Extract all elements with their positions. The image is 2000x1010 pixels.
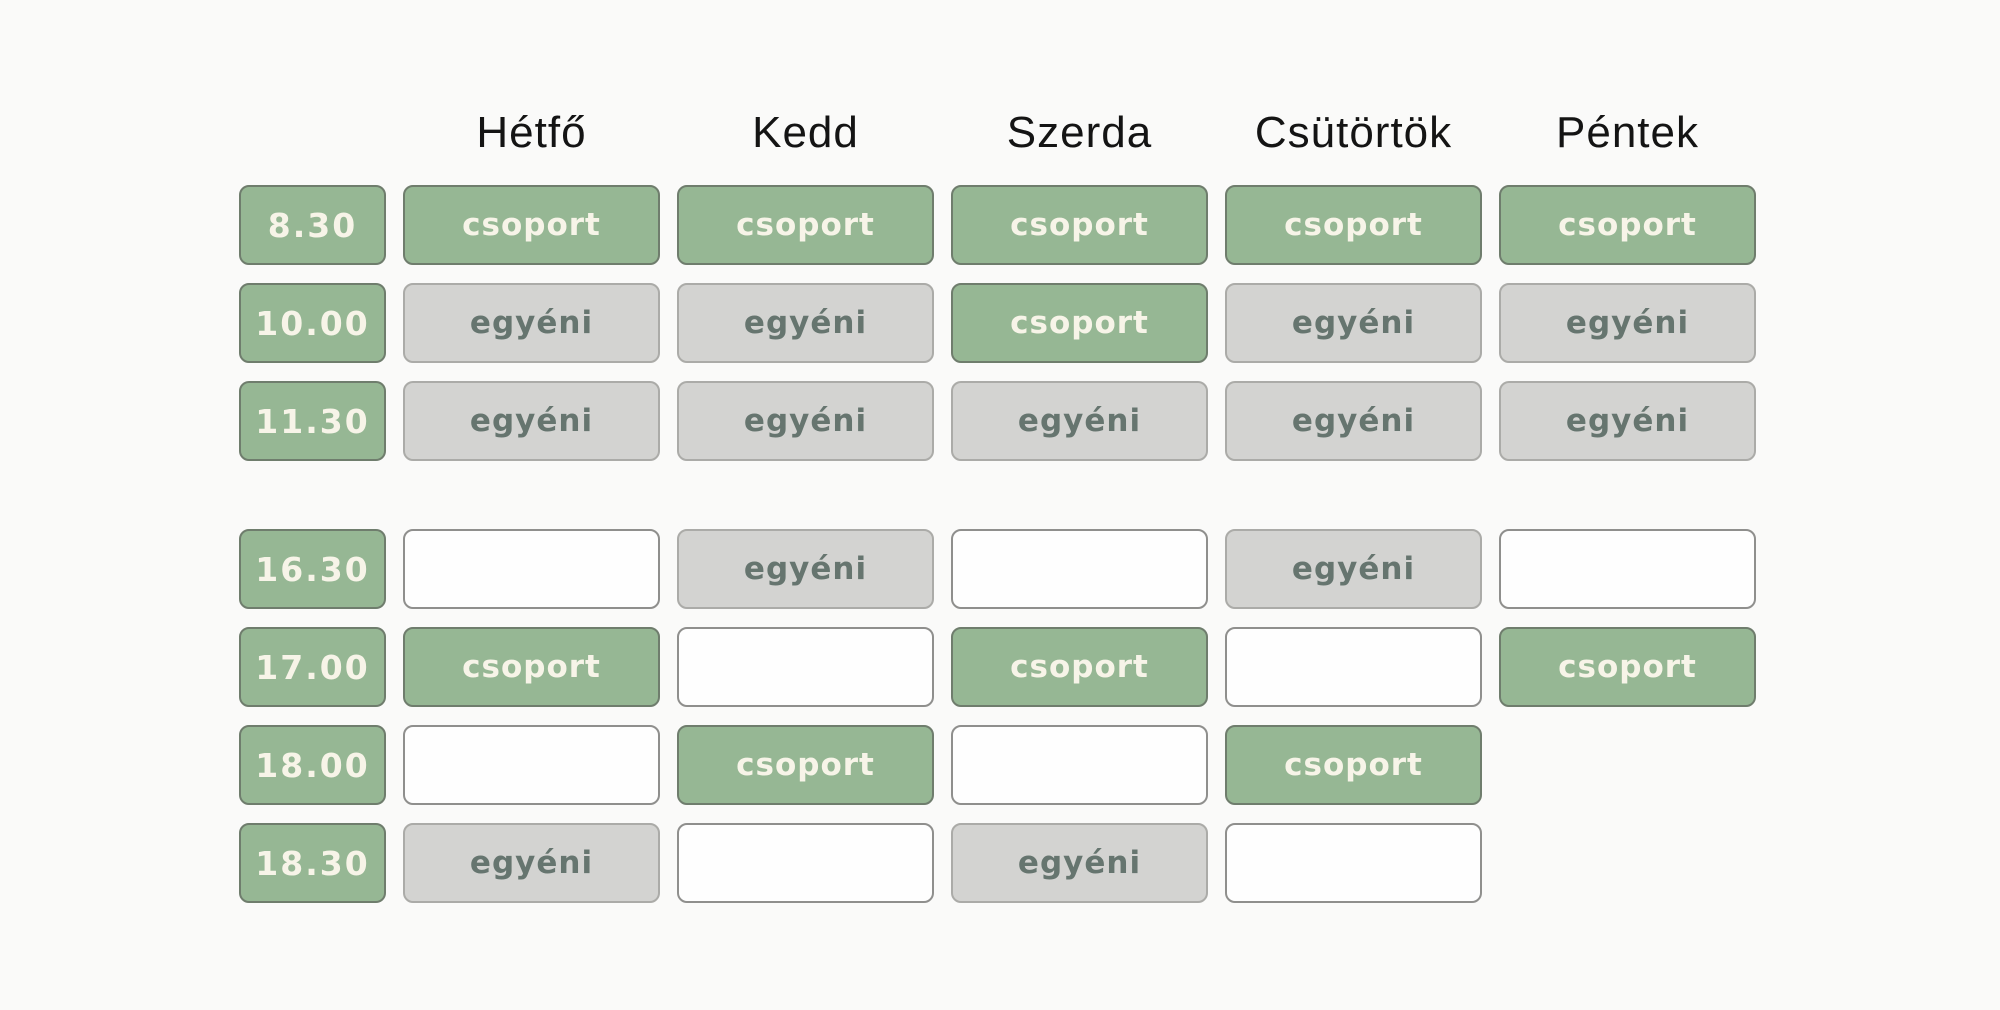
slot-18-30-day3: egyéni xyxy=(951,823,1208,903)
time-label-17-00: 17.00 xyxy=(239,627,386,707)
day-header-3: Szerda xyxy=(1006,107,1153,157)
afternoon-break-gap xyxy=(239,479,1756,511)
slot-18-00-day3 xyxy=(951,725,1208,805)
slot-16-30-day4: egyéni xyxy=(1225,529,1482,609)
slot-17-00-day3: csoport xyxy=(951,627,1208,707)
slot-10-00-day5: egyéni xyxy=(1499,283,1756,363)
slot-11-30-day5: egyéni xyxy=(1499,381,1756,461)
slot-10-00-day2: egyéni xyxy=(677,283,934,363)
slot-16-30-day5 xyxy=(1499,529,1756,609)
time-label-18-30: 18.30 xyxy=(239,823,386,903)
slot-10-00-day4: egyéni xyxy=(1225,283,1482,363)
slot-11-30-day3: egyéni xyxy=(951,381,1208,461)
slot-8-30-day3: csoport xyxy=(951,185,1208,265)
slot-11-30-day2: egyéni xyxy=(677,381,934,461)
slot-18-30-day4 xyxy=(1225,823,1482,903)
time-label-10-00: 10.00 xyxy=(239,283,386,363)
day-header-4: Csütörtök xyxy=(1254,107,1453,157)
slot-18-30-day2 xyxy=(677,823,934,903)
slot-16-30-day1 xyxy=(403,529,660,609)
slot-17-00-day5: csoport xyxy=(1499,627,1756,707)
day-header-1: Hétfő xyxy=(476,107,587,157)
slot-11-30-day1: egyéni xyxy=(403,381,660,461)
slot-18-00-day4: csoport xyxy=(1225,725,1482,805)
slot-18-30-day1: egyéni xyxy=(403,823,660,903)
time-label-18-00: 18.00 xyxy=(239,725,386,805)
slot-8-30-day5: csoport xyxy=(1499,185,1756,265)
slot-17-00-day2 xyxy=(677,627,934,707)
slot-16-30-day3 xyxy=(951,529,1208,609)
time-label-16-30: 16.30 xyxy=(239,529,386,609)
slot-11-30-day4: egyéni xyxy=(1225,381,1482,461)
slot-18-00-day1 xyxy=(403,725,660,805)
slot-17-00-day4 xyxy=(1225,627,1482,707)
day-header-2: Kedd xyxy=(752,107,859,157)
day-header-5: Péntek xyxy=(1556,107,1699,157)
grid-corner-spacer xyxy=(239,98,386,167)
slot-17-00-day1: csoport xyxy=(403,627,660,707)
time-label-8-30: 8.30 xyxy=(239,185,386,265)
slot-8-30-day4: csoport xyxy=(1225,185,1482,265)
slot-10-00-day3: csoport xyxy=(951,283,1208,363)
slot-8-30-day2: csoport xyxy=(677,185,934,265)
slot-10-00-day1: egyéni xyxy=(403,283,660,363)
slot-18-00-day2: csoport xyxy=(677,725,934,805)
time-label-11-30: 11.30 xyxy=(239,381,386,461)
slot-8-30-day1: csoport xyxy=(403,185,660,265)
slot-16-30-day2: egyéni xyxy=(677,529,934,609)
